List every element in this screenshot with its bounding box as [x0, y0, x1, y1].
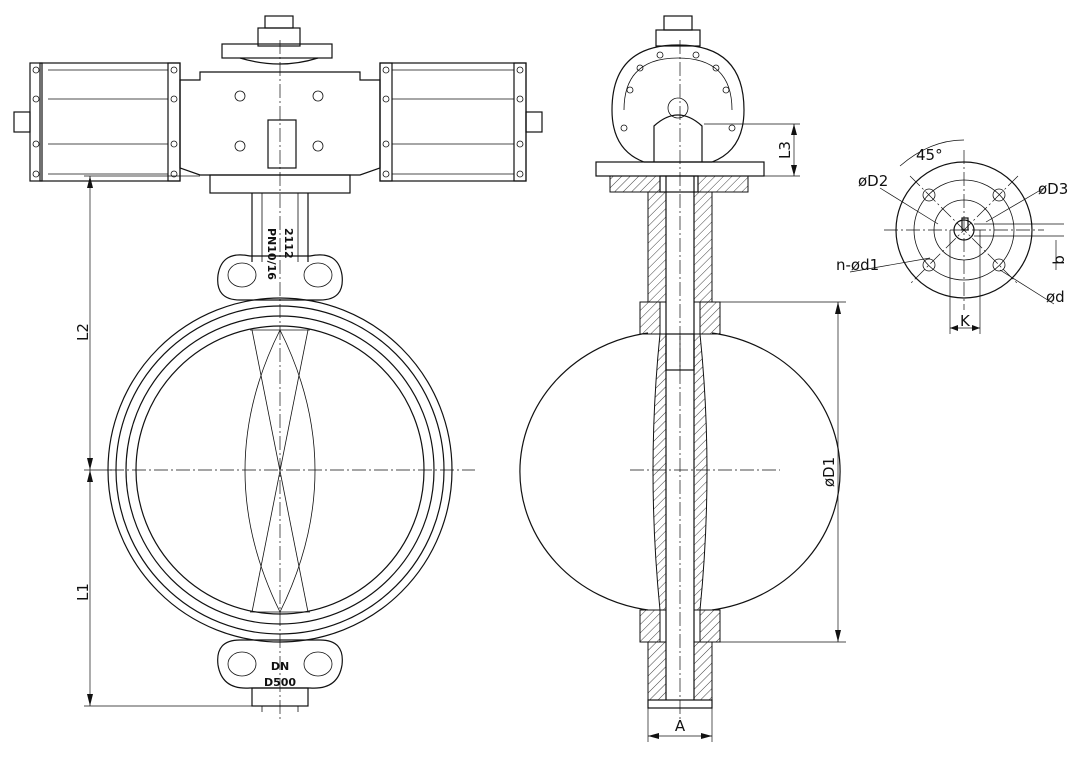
dim-label-l3: L3	[776, 141, 794, 159]
dimension-l3	[704, 123, 800, 177]
dim-label-a: A	[675, 717, 686, 735]
pressure-mark: PN10/16	[265, 228, 278, 280]
side-neck	[609, 175, 749, 700]
dim-label-k: K	[960, 312, 971, 330]
dim-label-od3: øD3	[1038, 180, 1068, 198]
dimension-od1	[712, 301, 846, 643]
actuator-left-cylinder	[13, 62, 181, 182]
valve-neck	[217, 193, 343, 301]
dim-label-b: b	[1050, 255, 1068, 265]
actuator-right-cylinder	[379, 62, 543, 182]
dim-label-angle: 45°	[916, 146, 943, 164]
actuator-housing	[179, 15, 381, 194]
dim-label-l2: L2	[74, 323, 92, 341]
dn-mark: DN	[271, 660, 289, 673]
body-code-mark: 2112	[282, 228, 295, 259]
flange-detail-view: 45° øD2 øD3 n-ød1 b ød K	[836, 139, 1068, 334]
dim-label-od2: øD2	[858, 172, 888, 190]
size-mark: D500	[264, 676, 296, 689]
dim-label-l1: L1	[74, 583, 92, 601]
side-disc	[519, 332, 841, 611]
side-view: L3 øD1 A	[519, 15, 846, 742]
dim-label-od: ød	[1046, 288, 1065, 306]
dimension-l1-l2	[84, 175, 252, 707]
front-view: 2112 PN10/16 DN D500 L2 L1	[13, 15, 543, 720]
dim-label-od1: øD1	[820, 457, 838, 487]
dimension-a	[647, 708, 713, 742]
side-bottom	[639, 609, 721, 709]
dim-label-nd1: n-ød1	[836, 256, 879, 274]
